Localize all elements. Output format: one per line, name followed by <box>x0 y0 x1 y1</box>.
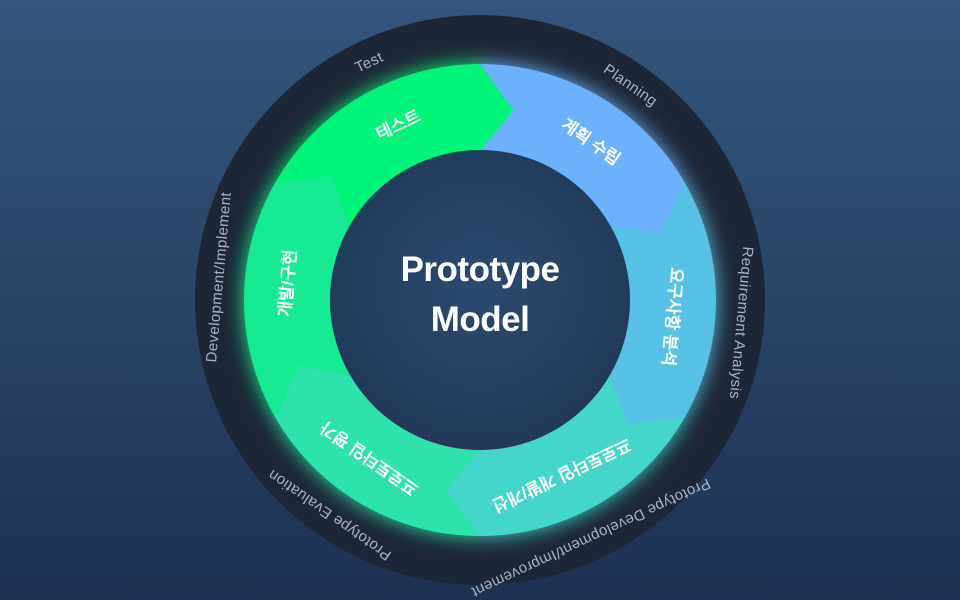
segment-prototype-development <box>446 375 685 536</box>
segment-planning <box>480 64 685 234</box>
segment-test <box>275 64 514 225</box>
cycle-segments <box>244 64 716 536</box>
segment-development <box>244 175 351 418</box>
center-title-line2: Model <box>430 300 530 339</box>
center-title: Prototype Model <box>330 245 630 345</box>
segment-prototype-evaluation <box>275 366 480 536</box>
center-title-line1: Prototype <box>400 250 560 289</box>
segment-requirement-analysis <box>609 182 716 425</box>
center-circle <box>330 150 630 450</box>
